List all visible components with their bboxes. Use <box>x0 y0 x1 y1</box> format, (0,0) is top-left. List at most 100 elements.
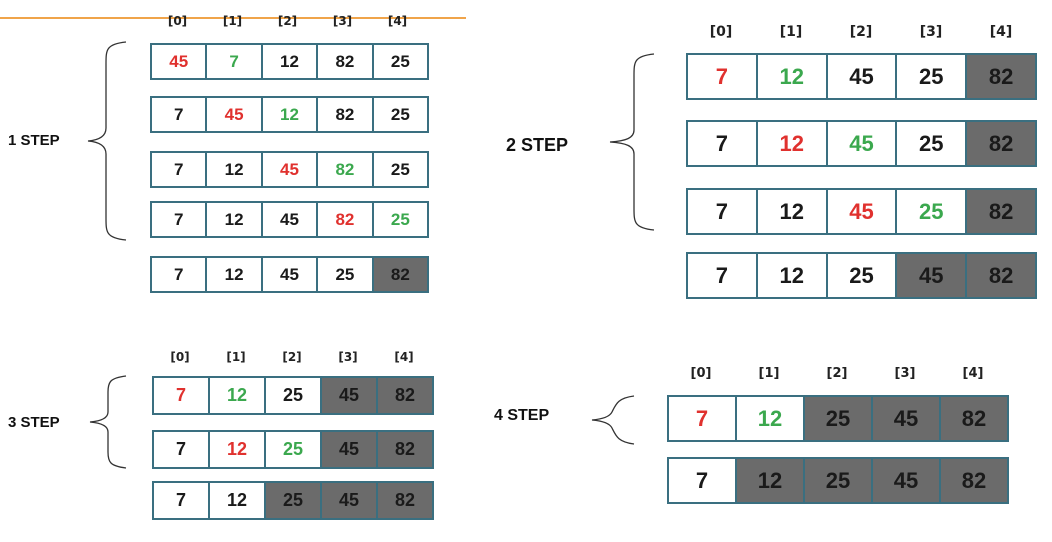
index-label: [4] <box>394 350 414 364</box>
array-cell: 82 <box>316 98 372 131</box>
array-cell: 45 <box>825 55 896 98</box>
brace <box>609 53 655 231</box>
array-cell: 7 <box>152 258 206 291</box>
array-cell: 82 <box>939 397 1007 440</box>
array-cell: 7 <box>152 153 206 186</box>
index-label: [0] <box>709 24 733 40</box>
array-cell: 82 <box>939 459 1007 502</box>
array-cell: 25 <box>371 45 428 78</box>
array-cell: 82 <box>965 254 1035 297</box>
array-cell: 82 <box>965 190 1035 233</box>
step-label: 1 STEP <box>8 132 60 149</box>
array-cell: 45 <box>260 258 317 291</box>
array-cell: 12 <box>205 153 261 186</box>
index-header: [0] [1] [2] [3] [4] <box>152 350 432 364</box>
array-cell: 25 <box>803 397 871 440</box>
step-label: 4 STEP <box>494 407 550 424</box>
array-cell: 45 <box>320 378 376 413</box>
array-cell: 45 <box>320 483 376 518</box>
array-cell: 45 <box>895 254 966 297</box>
array-cell: 45 <box>260 153 317 186</box>
array-cell: 25 <box>264 378 320 413</box>
index-label: [3] <box>919 24 943 40</box>
index-label: [4] <box>989 24 1013 40</box>
index-label: [2] <box>826 366 848 381</box>
array-cell: 12 <box>755 122 826 165</box>
array-cell: 82 <box>316 45 372 78</box>
index-label: [2] <box>282 350 302 364</box>
array-cell: 25 <box>895 190 966 233</box>
array-cell: 12 <box>208 432 264 467</box>
array-cell: 7 <box>154 378 208 413</box>
brace <box>591 395 635 445</box>
array-cell: 45 <box>260 203 317 236</box>
array-cell: 82 <box>316 203 372 236</box>
array-cell: 7 <box>154 483 208 518</box>
array-cell: 7 <box>205 45 261 78</box>
array-cell: 82 <box>316 153 372 186</box>
array-cell: 45 <box>825 122 896 165</box>
array-cell: 25 <box>371 98 428 131</box>
array-cell: 7 <box>152 203 206 236</box>
array-cell: 25 <box>803 459 871 502</box>
array-cell: 12 <box>205 258 261 291</box>
array-cell: 12 <box>208 483 264 518</box>
array-cell: 7 <box>152 98 206 131</box>
brace <box>89 375 127 469</box>
index-label: [3] <box>332 14 353 28</box>
array-cell: 82 <box>965 122 1035 165</box>
array-cell: 45 <box>152 45 206 78</box>
array-cell: 82 <box>965 55 1035 98</box>
array-cell: 12 <box>260 98 317 131</box>
index-label: [1] <box>758 366 780 381</box>
array-cell: 45 <box>825 190 896 233</box>
index-label: [0] <box>690 366 712 381</box>
index-label: [4] <box>387 14 408 28</box>
array-cell: 25 <box>264 432 320 467</box>
array-cell: 12 <box>205 203 261 236</box>
array-cell: 12 <box>755 55 826 98</box>
array-cell: 25 <box>316 258 372 291</box>
index-header: [0] [1] [2] [3] [4] <box>686 24 1036 40</box>
array-cell: 25 <box>371 153 428 186</box>
array-cell: 25 <box>895 122 966 165</box>
array-cell: 12 <box>260 45 317 78</box>
array-cell: 25 <box>264 483 320 518</box>
array-cell: 25 <box>825 254 896 297</box>
index-header: [0] [1] [2] [3] [4] <box>150 14 425 28</box>
index-label: [0] <box>167 14 188 28</box>
array-cell: 45 <box>205 98 261 131</box>
index-label: [0] <box>170 350 190 364</box>
array-cell: 7 <box>669 459 735 502</box>
array-cell: 45 <box>320 432 376 467</box>
array-cell: 12 <box>208 378 264 413</box>
index-label: [4] <box>962 366 984 381</box>
step-label: 3 STEP <box>8 414 60 431</box>
array-cell: 7 <box>688 254 756 297</box>
array-cell: 82 <box>376 432 432 467</box>
array-cell: 82 <box>376 483 432 518</box>
index-label: [2] <box>277 14 298 28</box>
array-cell: 12 <box>735 459 803 502</box>
index-label: [3] <box>894 366 916 381</box>
top-rule <box>0 17 466 19</box>
index-label: [1] <box>779 24 803 40</box>
index-label: [2] <box>849 24 873 40</box>
array-cell: 7 <box>154 432 208 467</box>
step-label: 2 STEP <box>506 135 569 155</box>
array-cell: 25 <box>371 203 428 236</box>
